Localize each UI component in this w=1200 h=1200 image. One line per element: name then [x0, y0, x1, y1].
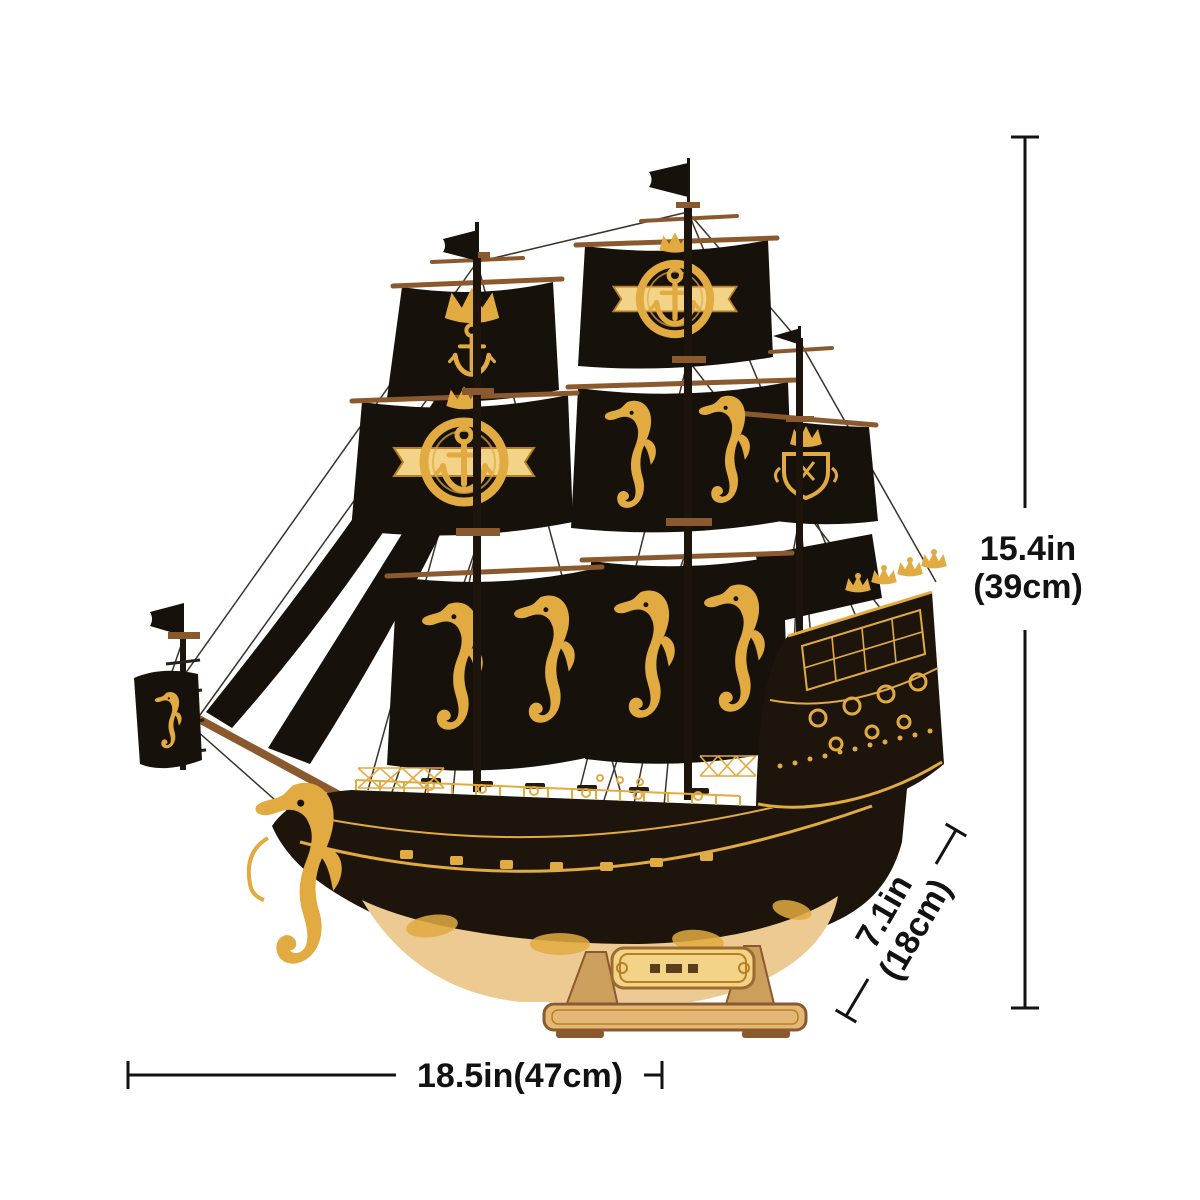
masts — [456, 158, 814, 800]
length-dimension-line — [126, 1061, 664, 1089]
depth-dimension-line — [834, 822, 968, 1024]
height-dimension-line — [1011, 135, 1039, 1010]
display-stand — [542, 945, 808, 1038]
flag-icon — [773, 328, 801, 345]
height-dimension: 15.4in (39cm) — [973, 135, 1083, 1010]
spanker-sail — [756, 534, 882, 624]
height-dimension-label: 15.4in — [980, 530, 1076, 568]
height-dimension-label-metric: (39cm) — [973, 568, 1083, 606]
fore-mast — [473, 258, 481, 792]
deck-railing — [355, 755, 757, 806]
bow-sail — [134, 670, 202, 769]
flag-icon — [443, 230, 478, 261]
stern-crown-finials — [845, 549, 947, 593]
flag-icon — [150, 603, 184, 636]
gun-ports — [400, 850, 713, 871]
mizzen-mast — [796, 338, 803, 706]
flags — [150, 163, 801, 636]
stand-nameplate — [610, 946, 756, 990]
length-dimension-label: 18.5in(47cm) — [417, 1057, 623, 1095]
flag-icon — [649, 163, 688, 197]
bow-assembly — [134, 632, 360, 808]
length-dimension: 18.5in(47cm) — [126, 1057, 664, 1095]
fore-lower-sail — [387, 569, 599, 771]
stern-castle — [756, 549, 947, 812]
main-mast — [684, 208, 692, 800]
stern-gallery-dots — [777, 728, 933, 769]
upper-hull — [272, 772, 908, 952]
